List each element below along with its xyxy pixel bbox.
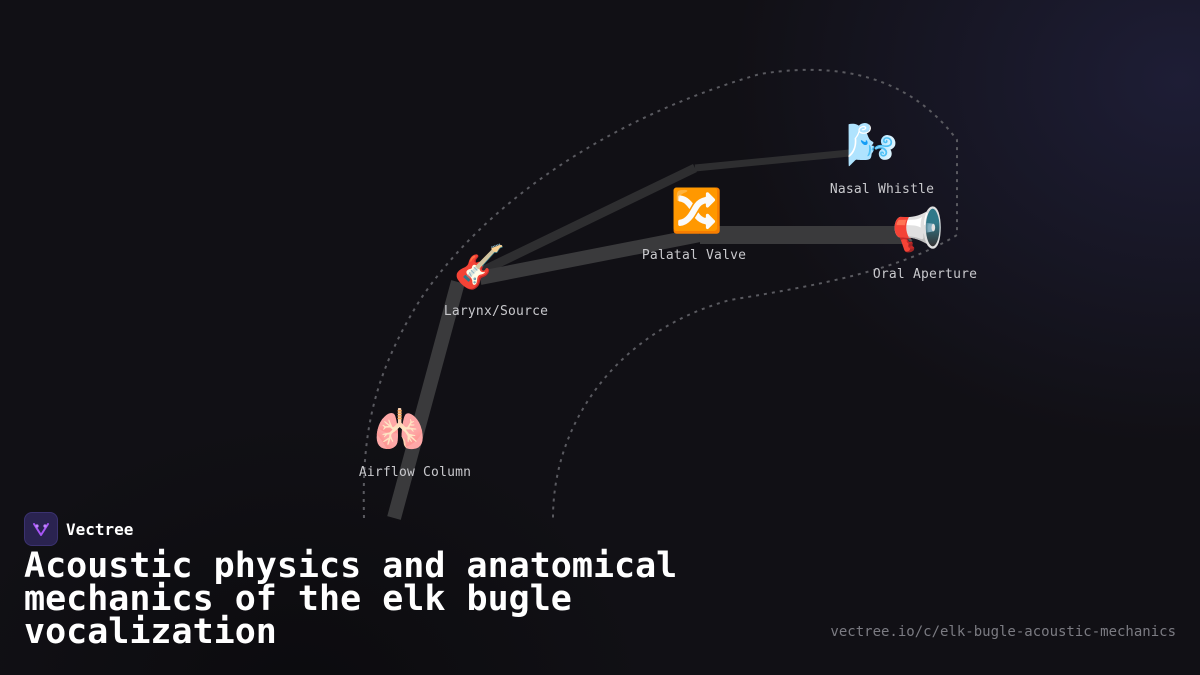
brand-name: Vectree (66, 519, 134, 539)
page-title: Acoustic physics and anatomical mechanic… (24, 546, 678, 652)
tract-outline (362, 68, 958, 519)
node-label-nasal: Nasal Whistle (829, 182, 935, 197)
edge-airflow-larynx (387, 280, 465, 520)
guitar-icon: 🎸 (453, 242, 507, 291)
vectree-logo-icon (24, 512, 58, 546)
lungs-icon: 🫁 (373, 405, 427, 454)
megaphone-icon: 📢 (891, 205, 945, 254)
edge-larynx-palatal (478, 228, 702, 285)
edge-larynx-nasal-a (478, 163, 697, 277)
page-url[interactable]: vectree.io/c/elk-bugle-acoustic-mechanic… (830, 624, 1176, 640)
node-label-oral: Oral Aperture (872, 267, 978, 282)
edge-larynx-nasal-b (694, 148, 861, 172)
wind-icon: 🌬️ (845, 120, 899, 169)
node-label-airflow: Airflow Column (358, 465, 472, 480)
node-label-palatal: Palatal Valve (641, 248, 747, 263)
shuffle-icon: 🔀 (670, 186, 724, 235)
node-label-larynx: Larynx/Source (443, 304, 549, 319)
brand[interactable]: Vectree (24, 512, 133, 546)
